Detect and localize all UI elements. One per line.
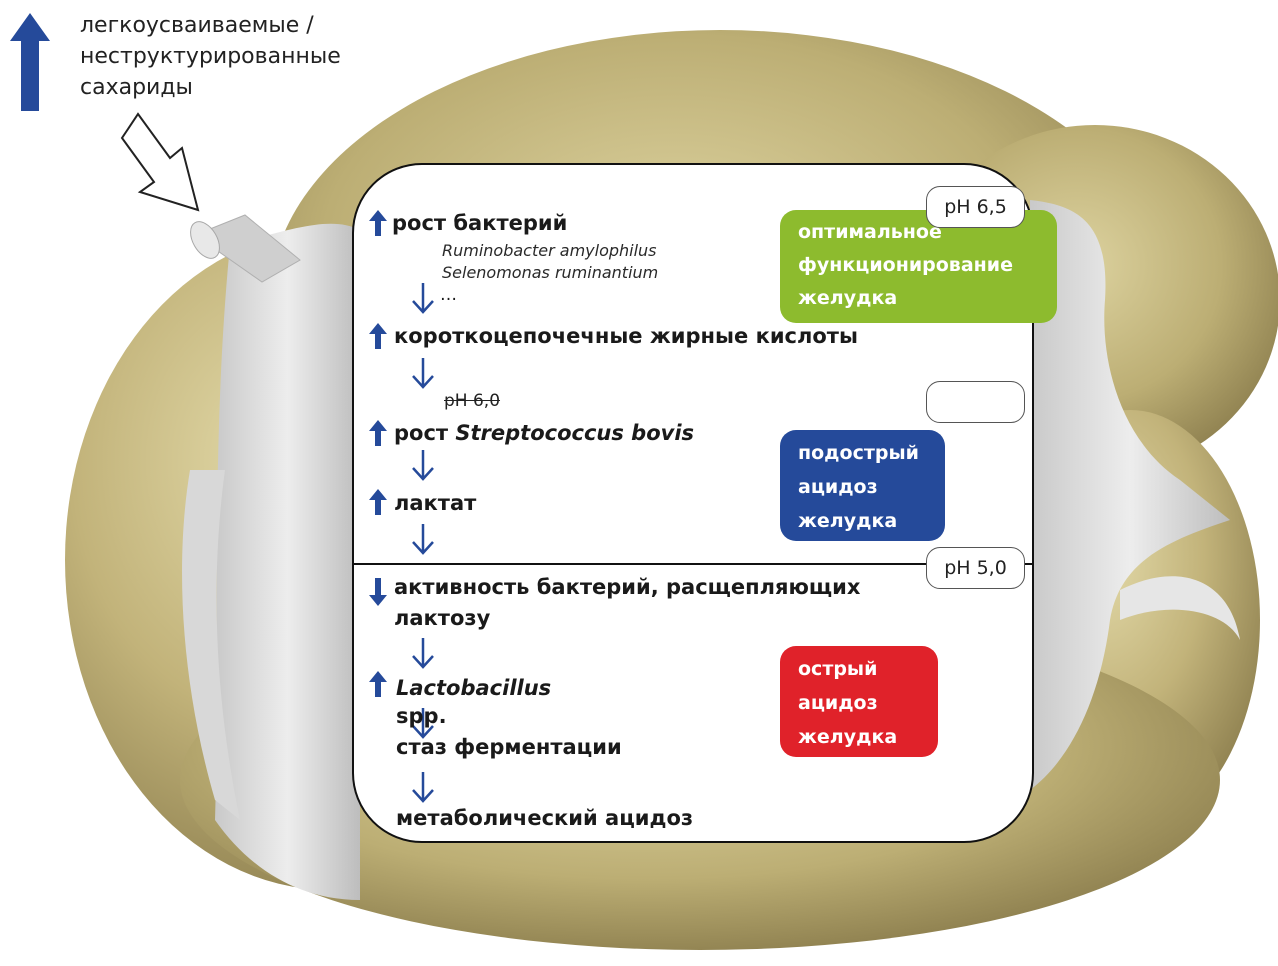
step-stasis: стаз ферментации — [396, 735, 622, 759]
intro-line-1: легкоусваиваемые / — [80, 10, 341, 41]
strep-name: Streptococcus bovis — [455, 421, 694, 445]
state-acute-line1: острый — [798, 652, 938, 686]
up-arrow-icon — [369, 210, 387, 240]
up-arrow-icon — [10, 13, 50, 111]
step-lactate: лактат — [394, 491, 476, 515]
intro-text: легкоусваиваемые / неструктурированные с… — [80, 10, 341, 103]
down-arrow-icon — [410, 770, 436, 808]
step-scfa: короткоцепочечные жирные кислоты — [394, 324, 858, 348]
up-arrow-icon — [369, 420, 387, 450]
down-arrow-icon — [410, 281, 436, 319]
down-arrow-icon — [410, 448, 436, 486]
down-arrow-icon — [410, 636, 436, 674]
down-arrow-icon — [410, 522, 436, 560]
step-streptococcus: рост Streptococcus bovis — [394, 421, 694, 445]
up-arrow-icon — [369, 671, 387, 701]
state-optimal-line2: функционирование — [798, 249, 1057, 282]
intro-line-3: сахариды — [80, 72, 341, 103]
ph-6-0-label: pH 6,0 — [444, 391, 500, 411]
state-acute: острый ацидоз желудка — [780, 646, 938, 757]
state-subacute-line2: ацидоз — [798, 470, 945, 504]
down-arrow-icon — [410, 356, 436, 394]
step-activity-line1: активность бактерий, расщепляющих — [394, 575, 860, 599]
species-ellipsis: … — [440, 285, 457, 305]
ph-label-middle — [926, 381, 1025, 423]
state-optimal-line3: желудка — [798, 282, 1057, 315]
state-subacute: подострый ацидоз желудка — [780, 430, 945, 541]
step-lactobacillus: Lactobacillus — [396, 676, 551, 700]
state-acute-line2: ацидоз — [798, 686, 938, 720]
down-fill-arrow-icon — [369, 578, 387, 610]
ph-label-6-5: pH 6,5 — [926, 186, 1025, 228]
state-subacute-line1: подострый — [798, 436, 945, 470]
up-arrow-icon — [369, 489, 387, 519]
strep-prefix: рост — [394, 421, 455, 445]
step-activity-line2: лактозу — [394, 606, 490, 630]
ph-label-5-0: pH 5,0 — [926, 547, 1025, 589]
state-subacute-line3: желудка — [798, 504, 945, 538]
up-arrow-icon — [369, 323, 387, 353]
species-2: Selenomonas ruminantium — [442, 263, 658, 282]
step-growth-bacteria: рост бактерий — [392, 211, 567, 235]
intro-line-2: неструктурированные — [80, 41, 341, 72]
species-1: Ruminobacter amylophilus — [442, 241, 657, 260]
step-lacto-spp: spp. — [396, 704, 447, 728]
outline-arrow-icon — [118, 112, 210, 214]
step-metabolic-acidosis: метаболический ацидоз — [396, 806, 693, 830]
state-acute-line3: желудка — [798, 720, 938, 754]
